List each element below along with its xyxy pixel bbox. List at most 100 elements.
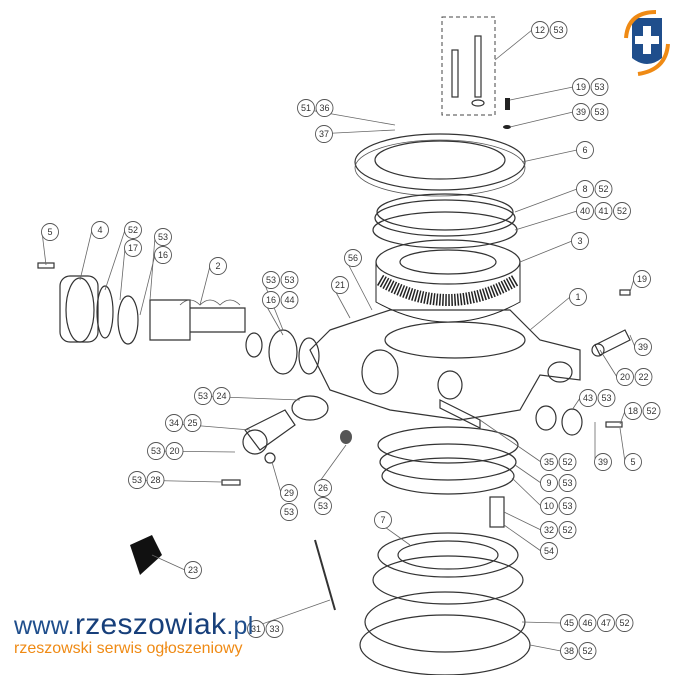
svg-text:39: 39 — [598, 457, 608, 467]
leader-line — [511, 477, 542, 507]
leader-line — [41, 231, 47, 266]
leader-line — [529, 644, 562, 652]
seal-part-23 — [130, 535, 162, 575]
callout-41: 41 — [594, 202, 613, 220]
callout-25: 25 — [183, 414, 202, 432]
svg-text:5: 5 — [47, 227, 52, 237]
top-flange-ring — [354, 133, 526, 249]
svg-text:16: 16 — [158, 250, 168, 260]
svg-text:18: 18 — [628, 406, 638, 416]
callout-39: 39 — [594, 453, 612, 471]
callout-53: 53 — [590, 78, 609, 96]
leader-line — [514, 464, 542, 484]
callout-34: 34 — [165, 414, 183, 432]
leader-line — [521, 149, 578, 163]
svg-text:51: 51 — [301, 103, 311, 113]
callout-17: 17 — [124, 239, 142, 257]
callout-53: 53 — [147, 442, 165, 460]
leader-line — [503, 511, 542, 531]
callout-23: 23 — [184, 561, 202, 579]
svg-text:53: 53 — [601, 393, 611, 403]
svg-text:12: 12 — [535, 25, 545, 35]
svg-text:56: 56 — [348, 253, 358, 263]
callout-52: 52 — [594, 180, 613, 198]
svg-text:21: 21 — [335, 280, 345, 290]
callout-56: 56 — [344, 249, 362, 267]
brand-url: www.rzeszowiak.pl — [14, 608, 254, 642]
callout-5: 5 — [624, 453, 642, 471]
callout-3: 3 — [571, 232, 589, 250]
brand-prefix: www. — [14, 612, 75, 640]
svg-text:19: 19 — [576, 82, 586, 92]
callout-53: 53 — [262, 271, 280, 289]
leader-line — [119, 247, 126, 301]
callout-53: 53 — [558, 474, 577, 492]
leader-line — [104, 229, 126, 291]
svg-text:6: 6 — [582, 145, 587, 155]
svg-text:52: 52 — [617, 206, 627, 216]
svg-text:26: 26 — [318, 483, 328, 493]
callout-53: 53 — [128, 471, 146, 489]
callout-28: 28 — [146, 471, 165, 489]
svg-text:47: 47 — [601, 618, 611, 628]
callout-1: 1 — [569, 288, 587, 306]
leader-line — [79, 229, 93, 281]
callout-53: 53 — [154, 228, 172, 246]
leader-line — [514, 210, 578, 231]
svg-text:36: 36 — [319, 103, 329, 113]
svg-text:39: 39 — [638, 342, 648, 352]
callout-52: 52 — [613, 202, 631, 220]
callout-7: 7 — [374, 511, 392, 529]
bolt-kit-box — [441, 16, 511, 129]
callout-51: 51 — [297, 99, 315, 117]
leader-line — [344, 257, 373, 311]
callout-32: 32 — [540, 521, 558, 539]
svg-text:53: 53 — [198, 391, 208, 401]
callout-4: 4 — [91, 221, 109, 239]
main-housing — [309, 309, 581, 429]
svg-text:54: 54 — [544, 546, 554, 556]
svg-text:53: 53 — [151, 446, 161, 456]
callout-12: 12 — [531, 21, 549, 39]
callout-26: 26 — [314, 479, 332, 497]
svg-text:53: 53 — [594, 107, 604, 117]
svg-text:31: 31 — [251, 624, 261, 634]
callout-53: 53 — [280, 271, 299, 289]
callout-38: 38 — [560, 642, 578, 660]
leader-line — [479, 419, 542, 463]
cross-logo-icon — [624, 10, 670, 76]
svg-text:24: 24 — [216, 391, 226, 401]
callout-39: 39 — [572, 103, 590, 121]
svg-text:34: 34 — [169, 418, 179, 428]
svg-text:53: 53 — [562, 501, 572, 511]
leader-line — [529, 296, 571, 331]
callout-37: 37 — [315, 125, 333, 143]
svg-text:28: 28 — [150, 475, 160, 485]
svg-text:23: 23 — [188, 565, 198, 575]
svg-text:39: 39 — [576, 107, 586, 117]
callout-39: 39 — [634, 338, 652, 356]
callout-47: 47 — [597, 614, 615, 632]
arm-bracket — [221, 395, 352, 486]
callout-19: 19 — [572, 78, 590, 96]
callout-52: 52 — [124, 221, 142, 239]
right-side-parts — [535, 289, 631, 436]
callout-8: 8 — [576, 180, 594, 198]
callout-52: 52 — [615, 614, 634, 632]
svg-text:29: 29 — [284, 488, 294, 498]
callout-18: 18 — [624, 402, 642, 420]
svg-text:53: 53 — [284, 507, 294, 517]
callout-19: 19 — [633, 270, 651, 288]
callout-52: 52 — [578, 642, 597, 660]
svg-text:52: 52 — [582, 646, 592, 656]
brand-suffix: .pl — [226, 612, 254, 640]
svg-text:20: 20 — [169, 446, 179, 456]
callout-2: 2 — [209, 257, 227, 275]
callout-9: 9 — [540, 474, 558, 492]
leader-line — [503, 524, 542, 552]
callout-36: 36 — [315, 99, 334, 117]
callout-52: 52 — [642, 402, 661, 420]
svg-text:16: 16 — [266, 295, 276, 305]
